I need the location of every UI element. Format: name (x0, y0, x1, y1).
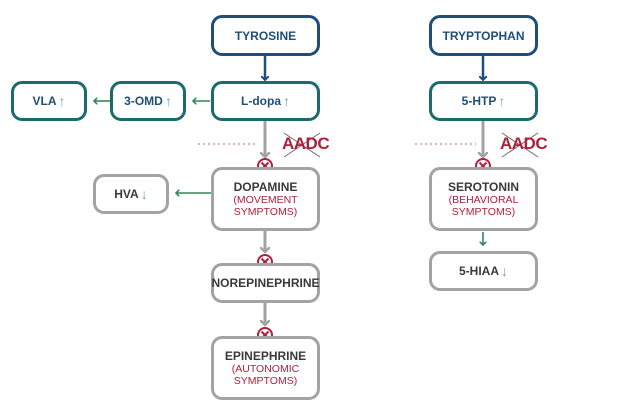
5hiaa-box: 5-HIAA ↓ (429, 251, 538, 291)
tryptophan-label: TRYPTOPHAN (442, 28, 525, 43)
5htp-box: 5-HTP ↑ (429, 81, 538, 121)
ldopa-label: L-dopa (241, 94, 281, 108)
vla-label: VLA (32, 94, 57, 108)
aadc-cross-right (501, 132, 539, 158)
epinephrine-label: EPINEPHRINE (224, 349, 307, 363)
serotonin-sub-2: SYMPTOMS) (451, 206, 516, 218)
vla-box: VLA ↑ (11, 81, 87, 121)
3omd-label: 3-OMD (124, 94, 163, 108)
decrease-arrow-icon: ↓ (140, 186, 148, 202)
dopamine-label: DOPAMINE (233, 180, 298, 194)
dopamine-sub-2: SYMPTOMS) (233, 206, 298, 218)
increase-arrow-icon: ↑ (58, 93, 66, 109)
hva-box: HVA ↓ (93, 174, 169, 214)
tyrosine-label: TYROSINE (234, 28, 297, 43)
serotonin-sub-1: (BEHAVIORAL (448, 194, 519, 206)
norepinephrine-box: NOREPINEPHRINE (211, 263, 320, 303)
dopamine-sub-1: (MOVEMENT (233, 194, 298, 206)
serotonin-box: SEROTONIN (BEHAVIORAL SYMPTOMS) (429, 167, 538, 231)
3omd-box: 3-OMD ↑ (110, 81, 186, 121)
serotonin-label: SEROTONIN (447, 180, 520, 194)
epinephrine-box: EPINEPHRINE (AUTONOMIC SYMPTOMS) (211, 336, 320, 400)
increase-arrow-icon: ↑ (164, 93, 172, 109)
dopamine-box: DOPAMINE (MOVEMENT SYMPTOMS) (211, 167, 320, 231)
epinephrine-sub-1: (AUTONOMIC (231, 363, 300, 375)
hva-label: HVA (114, 187, 139, 201)
ldopa-box: L-dopa ↑ (211, 81, 320, 121)
increase-arrow-icon: ↑ (283, 93, 290, 109)
aadc-enzyme-label-left: AADC (282, 134, 330, 153)
aadc-cross-left (283, 132, 321, 158)
increase-arrow-icon: ↑ (498, 93, 506, 109)
norepinephrine-label: NOREPINEPHRINE (211, 276, 320, 290)
tryptophan-box: TRYPTOPHAN (429, 15, 538, 56)
epinephrine-sub-2: SYMPTOMS) (233, 375, 298, 387)
tyrosine-box: TYROSINE (211, 15, 320, 56)
5htp-label: 5-HTP (461, 94, 497, 108)
decrease-arrow-icon: ↓ (501, 263, 508, 279)
aadc-enzyme-label-right: AADC (500, 134, 548, 153)
5hiaa-label: 5-HIAA (458, 264, 499, 278)
